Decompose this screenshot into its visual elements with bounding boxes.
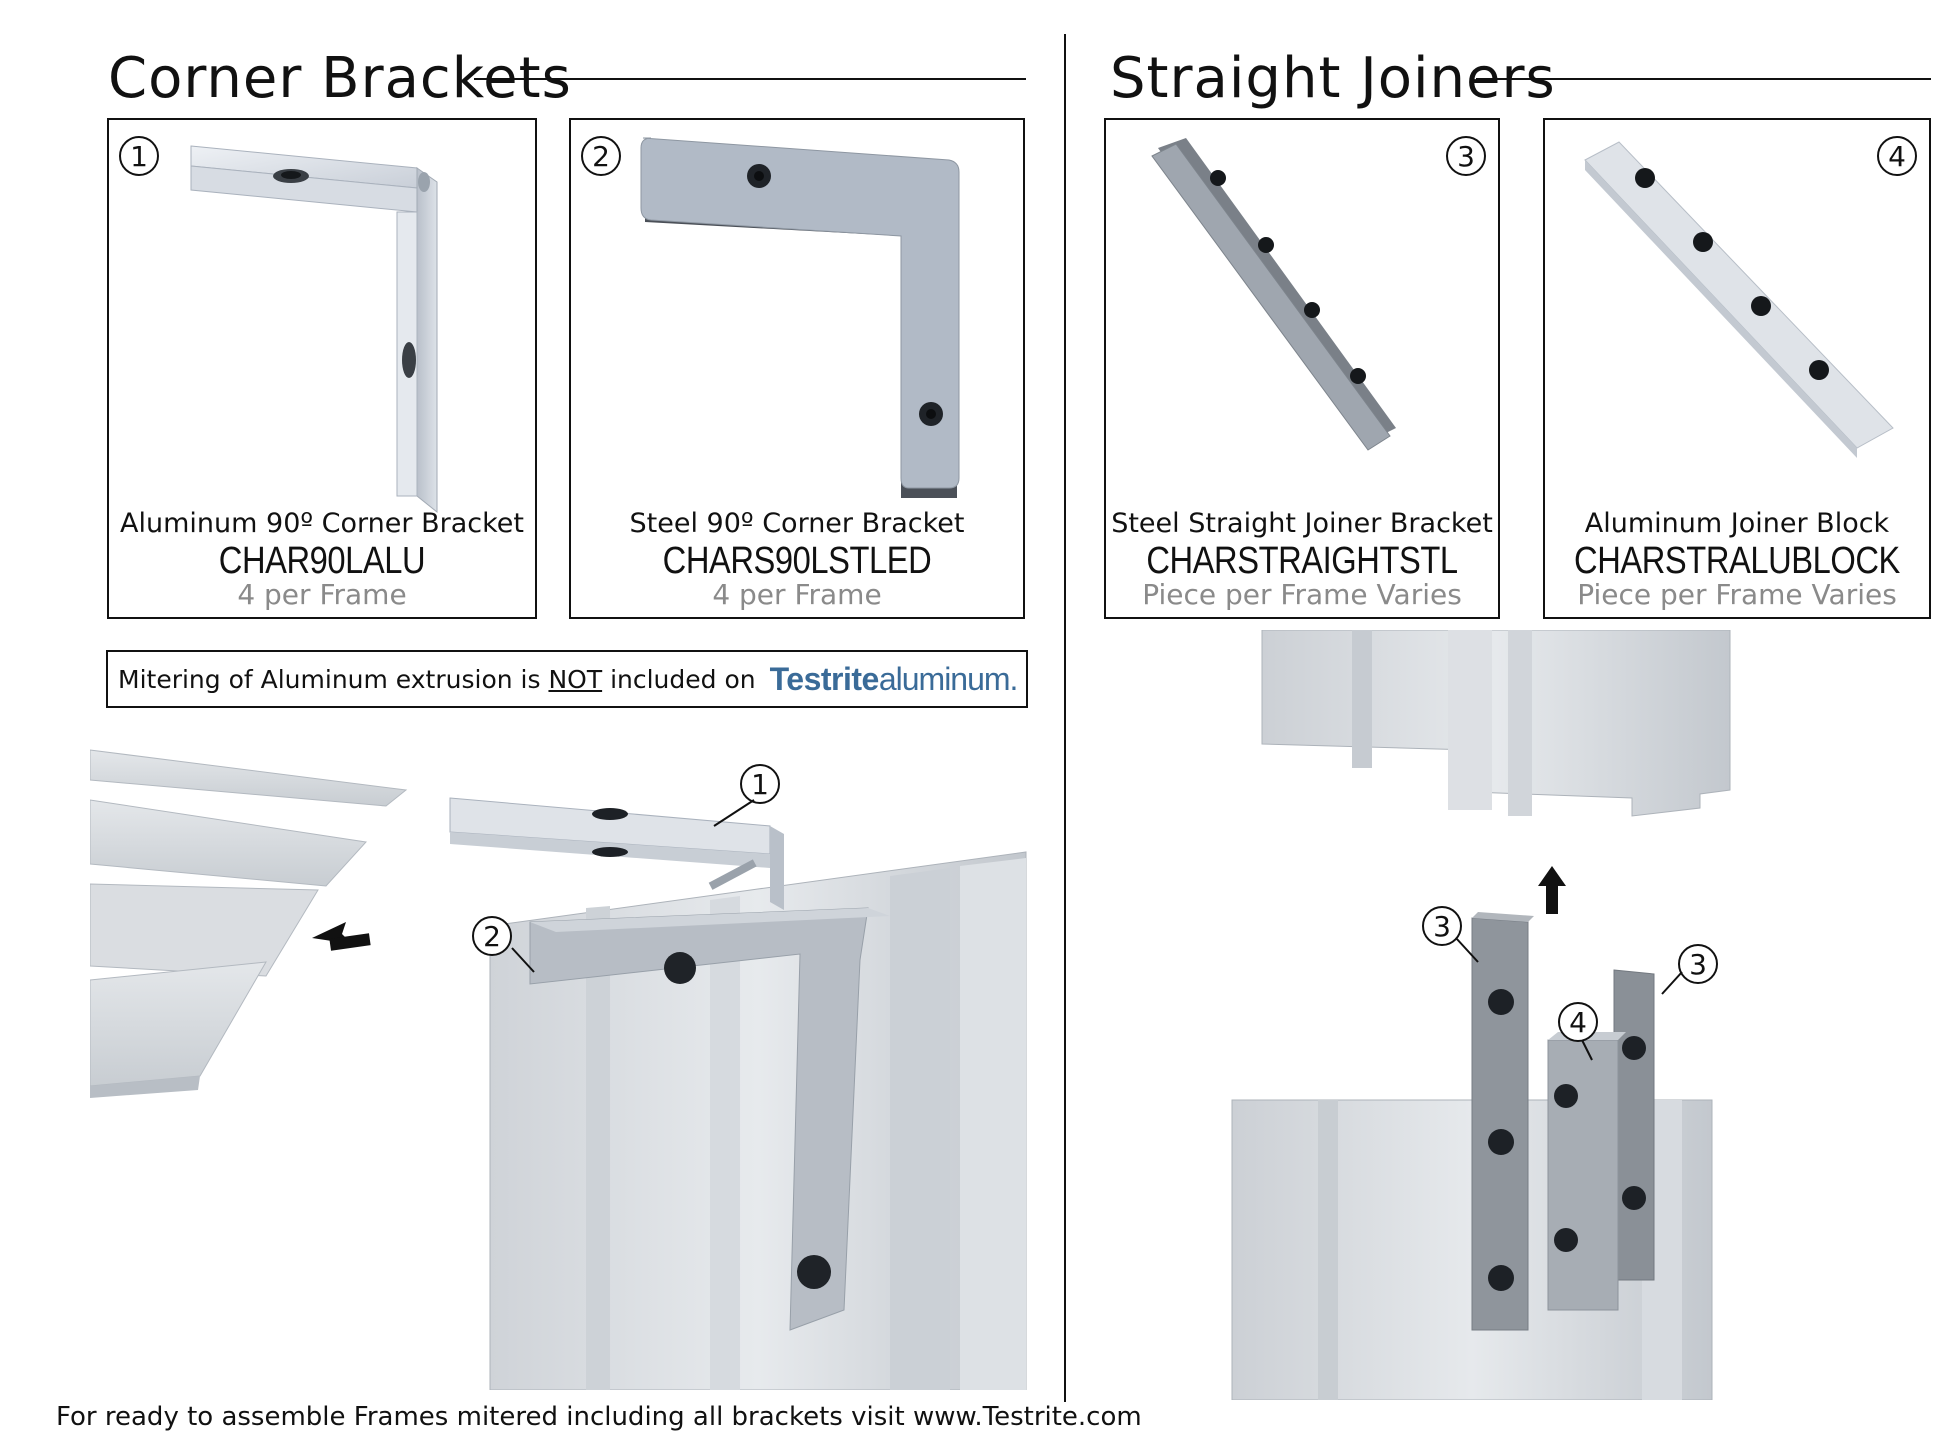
section-divider xyxy=(1064,34,1066,1402)
product-quantity: 4 per Frame xyxy=(712,578,882,611)
callout-leader-4 xyxy=(1581,1039,1593,1061)
steel-corner-bracket-image xyxy=(640,137,960,498)
product-description: Aluminum Joiner Block xyxy=(1584,508,1890,539)
steel-straight-joiner-image xyxy=(1151,138,1396,451)
callout-leader-2 xyxy=(511,947,535,973)
product-code: CHAR90LALU xyxy=(218,540,426,582)
product-code: CHARS90LSTLED xyxy=(662,540,932,582)
product-card-steel-straight-joiner: 3 Steel Straight Joiner Bracket CHARSTRA… xyxy=(1104,118,1500,619)
product-card-steel-corner: 2 Steel 90º Corner Bracket CHARS90LSTLED… xyxy=(569,118,1025,619)
callout-3-left: 3 xyxy=(1422,906,1462,946)
product-code: CHARSTRALUBLOCK xyxy=(1574,540,1900,582)
product-code: CHARSTRAIGHTSTL xyxy=(1146,540,1458,582)
aluminum-corner-bracket-image xyxy=(190,145,438,514)
product-description: Steel Straight Joiner Bracket xyxy=(1111,508,1493,539)
testrite-logo-suffix: aluminum. xyxy=(878,660,1019,697)
product-quantity: 4 per Frame xyxy=(237,578,407,611)
callout-leader-3-left xyxy=(1455,937,1479,963)
product-quantity: Piece per Frame Varies xyxy=(1577,578,1897,611)
aluminum-joiner-block-image xyxy=(1584,141,1894,458)
mitering-note: Mitering of Aluminum extrusion is NOT in… xyxy=(106,650,1028,708)
callout-leader-3-right xyxy=(1661,971,1683,995)
product-card-aluminum-joiner-block: 4 Aluminum Joiner Block CHARSTRALUBLOCK … xyxy=(1543,118,1931,619)
callout-1: 1 xyxy=(740,764,780,804)
footer-text: For ready to assemble Frames mitered inc… xyxy=(56,1402,1142,1432)
item-number-badge: 1 xyxy=(119,136,159,176)
callout-2: 2 xyxy=(472,916,512,956)
product-quantity: Piece per Frame Varies xyxy=(1142,578,1462,611)
note-text-post: included on xyxy=(610,664,756,694)
item-number-badge: 2 xyxy=(581,136,621,176)
note-text-not: NOT xyxy=(548,664,603,694)
callout-3-right: 3 xyxy=(1678,944,1718,984)
corner-title-rule xyxy=(474,78,1026,80)
corner-assembly-illustration xyxy=(90,749,1027,1390)
item-number-badge: 3 xyxy=(1446,136,1486,176)
product-card-aluminum-corner: 1 Aluminum 90º Corner Bracket CHAR90LALU… xyxy=(107,118,537,619)
straight-joiner-assembly-illustration xyxy=(1231,630,1731,1400)
straight-title-rule xyxy=(1476,78,1931,80)
item-number-badge: 4 xyxy=(1877,136,1917,176)
callout-4: 4 xyxy=(1558,1002,1598,1042)
product-description: Aluminum 90º Corner Bracket xyxy=(120,508,524,539)
product-description: Steel 90º Corner Bracket xyxy=(629,508,965,539)
callout-leader-1 xyxy=(713,799,755,827)
note-text-pre: Mitering of Aluminum extrusion is xyxy=(118,664,541,694)
testrite-logo: Testrite xyxy=(769,660,880,697)
